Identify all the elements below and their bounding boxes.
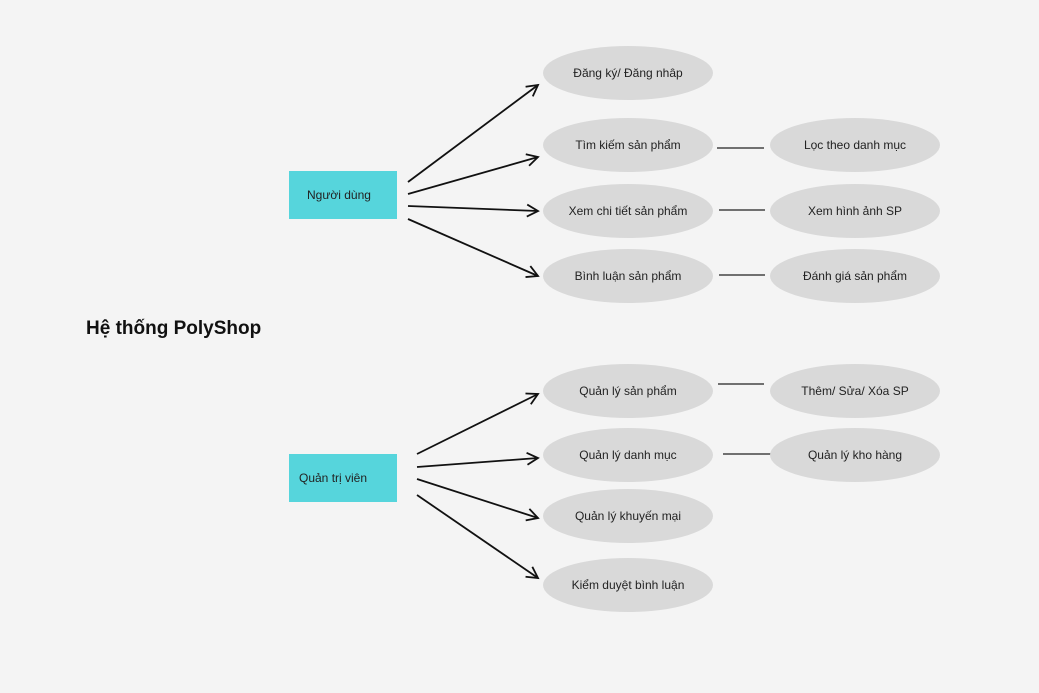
arrow-user-to-detail xyxy=(407,203,540,218)
arrow-admin-to-products xyxy=(416,392,540,455)
feature-manage-categories[interactable]: Quản lý danh mục xyxy=(543,428,713,482)
feature-search[interactable]: Tìm kiếm sản phẩm xyxy=(543,118,713,172)
feature-filter-category[interactable]: Lọc theo danh mục xyxy=(770,118,940,172)
arrow-user-to-search xyxy=(407,153,540,195)
feature-comment[interactable]: Bình luận sản phẩm xyxy=(543,249,713,303)
feature-view-images[interactable]: Xem hình ảnh SP xyxy=(770,184,940,238)
actor-user[interactable]: Người dùng xyxy=(289,171,397,219)
arrow-admin-to-moderation xyxy=(416,494,540,580)
feature-manage-inventory[interactable]: Quản lý kho hàng xyxy=(770,428,940,482)
actor-admin[interactable]: Quản trị viên xyxy=(289,454,397,502)
feature-rate-product[interactable]: Đánh giá sản phẩm xyxy=(770,249,940,303)
feature-manage-products[interactable]: Quản lý sản phẩm xyxy=(543,364,713,418)
system-title: Hệ thống PolyShop xyxy=(86,318,262,339)
arrow-admin-to-categories xyxy=(416,452,540,468)
arrow-user-to-login xyxy=(407,83,540,183)
arrow-admin-to-promotions xyxy=(416,478,540,522)
feature-manage-promotions[interactable]: Quản lý khuyến mại xyxy=(543,489,713,543)
feature-login[interactable]: Đăng ký/ Đăng nhâp xyxy=(543,46,713,100)
feature-crud-products[interactable]: Thêm/ Sửa/ Xóa SP xyxy=(770,364,940,418)
arrow-user-to-comment xyxy=(407,218,540,278)
feature-product-detail[interactable]: Xem chi tiết sản phẩm xyxy=(543,184,713,238)
feature-moderate-comments[interactable]: Kiểm duyệt bình luận xyxy=(543,558,713,612)
